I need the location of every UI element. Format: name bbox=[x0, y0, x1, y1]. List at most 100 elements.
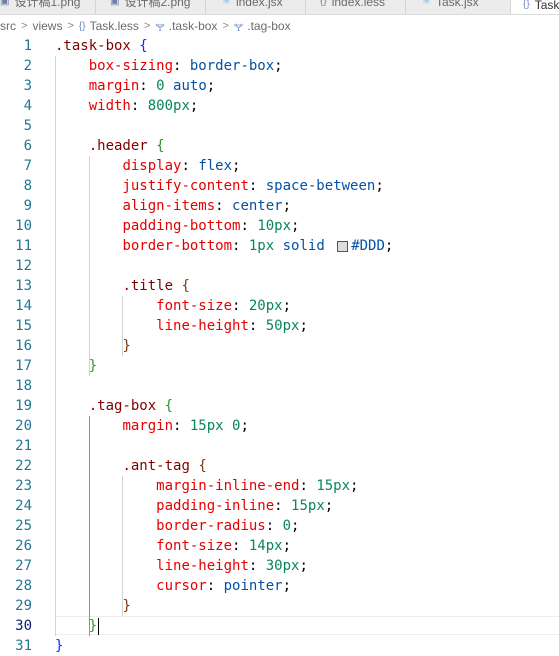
code-line[interactable]: 9 align-items: center; bbox=[0, 196, 559, 216]
code-line[interactable]: 23 margin-inline-end: 15px; bbox=[0, 476, 559, 496]
line-number: 28 bbox=[15, 578, 32, 594]
code-text: margin-inline-end: 15px; bbox=[156, 478, 359, 494]
code-text: } bbox=[88, 358, 98, 374]
text-cursor bbox=[98, 617, 100, 635]
chevron-right-icon: > bbox=[143, 20, 151, 32]
code-line[interactable]: 7 display: flex; bbox=[0, 156, 559, 176]
code-line[interactable]: 13 .title { bbox=[0, 276, 559, 296]
line-number: 27 bbox=[15, 558, 32, 574]
code-line[interactable]: 14 font-size: 20px; bbox=[0, 296, 559, 316]
code-line[interactable]: 25 border-radius: 0; bbox=[0, 516, 559, 536]
code-line[interactable]: 6 .header { bbox=[0, 136, 559, 156]
react-file-icon: ⚛ bbox=[422, 0, 431, 7]
code-text: border-radius: 0; bbox=[156, 518, 300, 534]
code-line[interactable]: 28 cursor: pointer; bbox=[0, 576, 559, 596]
code-line[interactable]: 31} bbox=[0, 636, 559, 656]
chevron-right-icon: > bbox=[222, 20, 229, 32]
code-text: } bbox=[122, 338, 131, 354]
code-text: } bbox=[122, 598, 131, 614]
line-number: 23 bbox=[15, 478, 32, 494]
chevron-right-icon: > bbox=[21, 20, 28, 32]
less-file-icon: {} bbox=[78, 20, 86, 32]
line-number: 5 bbox=[23, 118, 32, 134]
line-number: 2 bbox=[23, 58, 32, 74]
code-text: } bbox=[88, 617, 100, 635]
tab-index-jsx[interactable]: ⚛ index.jsx bbox=[222, 0, 283, 9]
line-number: 14 bbox=[15, 298, 32, 314]
tab-label: index.less bbox=[331, 0, 386, 9]
tab-label: Task.jsx bbox=[435, 0, 479, 9]
code-text: .ant-tag { bbox=[122, 458, 207, 474]
code-text: display: flex; bbox=[122, 158, 241, 174]
tab-label: Task bbox=[534, 0, 559, 12]
line-number: 20 bbox=[15, 418, 32, 434]
code-text: .header { bbox=[88, 138, 165, 154]
tab-design-2-png[interactable]: ▣ 设计稿2.png bbox=[110, 0, 190, 9]
breadcrumb-symbol-tag-box[interactable]: 🝖 .tag-box bbox=[234, 16, 291, 37]
code-line[interactable]: 11 border-bottom: 1px solid #DDD; bbox=[0, 236, 559, 256]
code-line[interactable]: 30 } bbox=[0, 616, 559, 636]
symbol-icon: 🝖 bbox=[155, 22, 165, 34]
tab-label: 设计稿2.png bbox=[124, 0, 191, 9]
line-number: 30 bbox=[15, 618, 32, 634]
code-line[interactable]: 22 .ant-tag { bbox=[0, 456, 559, 476]
code-line[interactable]: 16 } bbox=[0, 336, 559, 356]
code-text: } bbox=[55, 638, 64, 654]
tab-task-less[interactable]: {} Task bbox=[511, 0, 559, 14]
line-number: 18 bbox=[15, 378, 32, 394]
chevron-right-icon: > bbox=[67, 20, 74, 32]
code-line[interactable]: 10 padding-bottom: 10px; bbox=[0, 216, 559, 236]
code-line[interactable]: 4 width: 800px; bbox=[0, 96, 559, 116]
code-line[interactable]: 26 font-size: 14px; bbox=[0, 536, 559, 556]
code-line[interactable]: 19 .tag-box { bbox=[0, 396, 559, 416]
line-number: 10 bbox=[15, 218, 32, 234]
code-line[interactable]: 3 margin: 0 auto; bbox=[0, 76, 559, 96]
line-number: 7 bbox=[23, 158, 32, 174]
code-text: justify-content: space-between; bbox=[122, 178, 384, 194]
code-text: cursor: pointer; bbox=[156, 578, 292, 594]
code-line[interactable]: 29 } bbox=[0, 596, 559, 616]
code-text: align-items: center; bbox=[122, 198, 292, 214]
line-number: 31 bbox=[15, 638, 32, 654]
line-number: 24 bbox=[15, 498, 32, 514]
code-line[interactable]: 15 line-height: 50px; bbox=[0, 316, 559, 336]
code-line[interactable]: 8 justify-content: space-between; bbox=[0, 176, 559, 196]
image-file-icon: ▣ bbox=[110, 0, 120, 7]
code-editor[interactable]: 1.task-box {2 box-sizing: border-box;3 m… bbox=[0, 36, 559, 656]
indent-guide bbox=[122, 476, 123, 616]
code-line[interactable]: 5 bbox=[0, 116, 559, 136]
code-line[interactable]: 1 .task-box { bbox=[0, 36, 559, 56]
code-text: margin: 15px 0; bbox=[122, 418, 249, 434]
breadcrumb-views[interactable]: views bbox=[32, 19, 63, 33]
symbol-icon: 🝖 bbox=[233, 22, 244, 34]
code-line[interactable]: 24 padding-inline: 15px; bbox=[0, 496, 559, 516]
line-number: 4 bbox=[23, 98, 32, 114]
code-text: font-size: 14px; bbox=[156, 538, 292, 554]
line-number: 11 bbox=[15, 238, 32, 254]
code-line[interactable]: 2 box-sizing: border-box; bbox=[0, 56, 559, 76]
tab-task-jsx[interactable]: ⚛ Task.jsx bbox=[422, 0, 479, 9]
line-number: 17 bbox=[15, 358, 32, 374]
line-number: 1 bbox=[23, 38, 32, 54]
breadcrumb-src[interactable]: src bbox=[0, 19, 16, 33]
line-number: 25 bbox=[15, 518, 32, 534]
code-text: .task-box { bbox=[55, 38, 148, 54]
breadcrumb-file-label: Task.less bbox=[89, 19, 139, 33]
code-line[interactable]: 27 line-height: 30px; bbox=[0, 556, 559, 576]
breadcrumb-file[interactable]: {} Task.less bbox=[79, 19, 139, 33]
current-line-highlight bbox=[55, 616, 559, 635]
code-line[interactable]: 20 margin: 15px 0; bbox=[0, 416, 559, 436]
code-line[interactable]: 12 bbox=[0, 256, 559, 276]
breadcrumb-symbol-task-box[interactable]: 🝖 .task-box bbox=[155, 16, 217, 37]
tab-design-1-png[interactable]: ▣ 设计稿1.png bbox=[0, 0, 80, 9]
line-number: 6 bbox=[23, 138, 32, 154]
color-swatch-icon[interactable] bbox=[337, 240, 349, 252]
code-line[interactable]: 17 } bbox=[0, 356, 559, 376]
code-text: .tag-box { bbox=[88, 398, 174, 414]
line-number: 22 bbox=[15, 458, 32, 474]
tab-index-less[interactable]: {} index.less bbox=[320, 0, 385, 9]
code-text: .title { bbox=[122, 278, 190, 294]
code-line[interactable]: 18 bbox=[0, 376, 559, 396]
line-number: 3 bbox=[23, 78, 32, 94]
code-line[interactable]: 21 bbox=[0, 436, 559, 456]
